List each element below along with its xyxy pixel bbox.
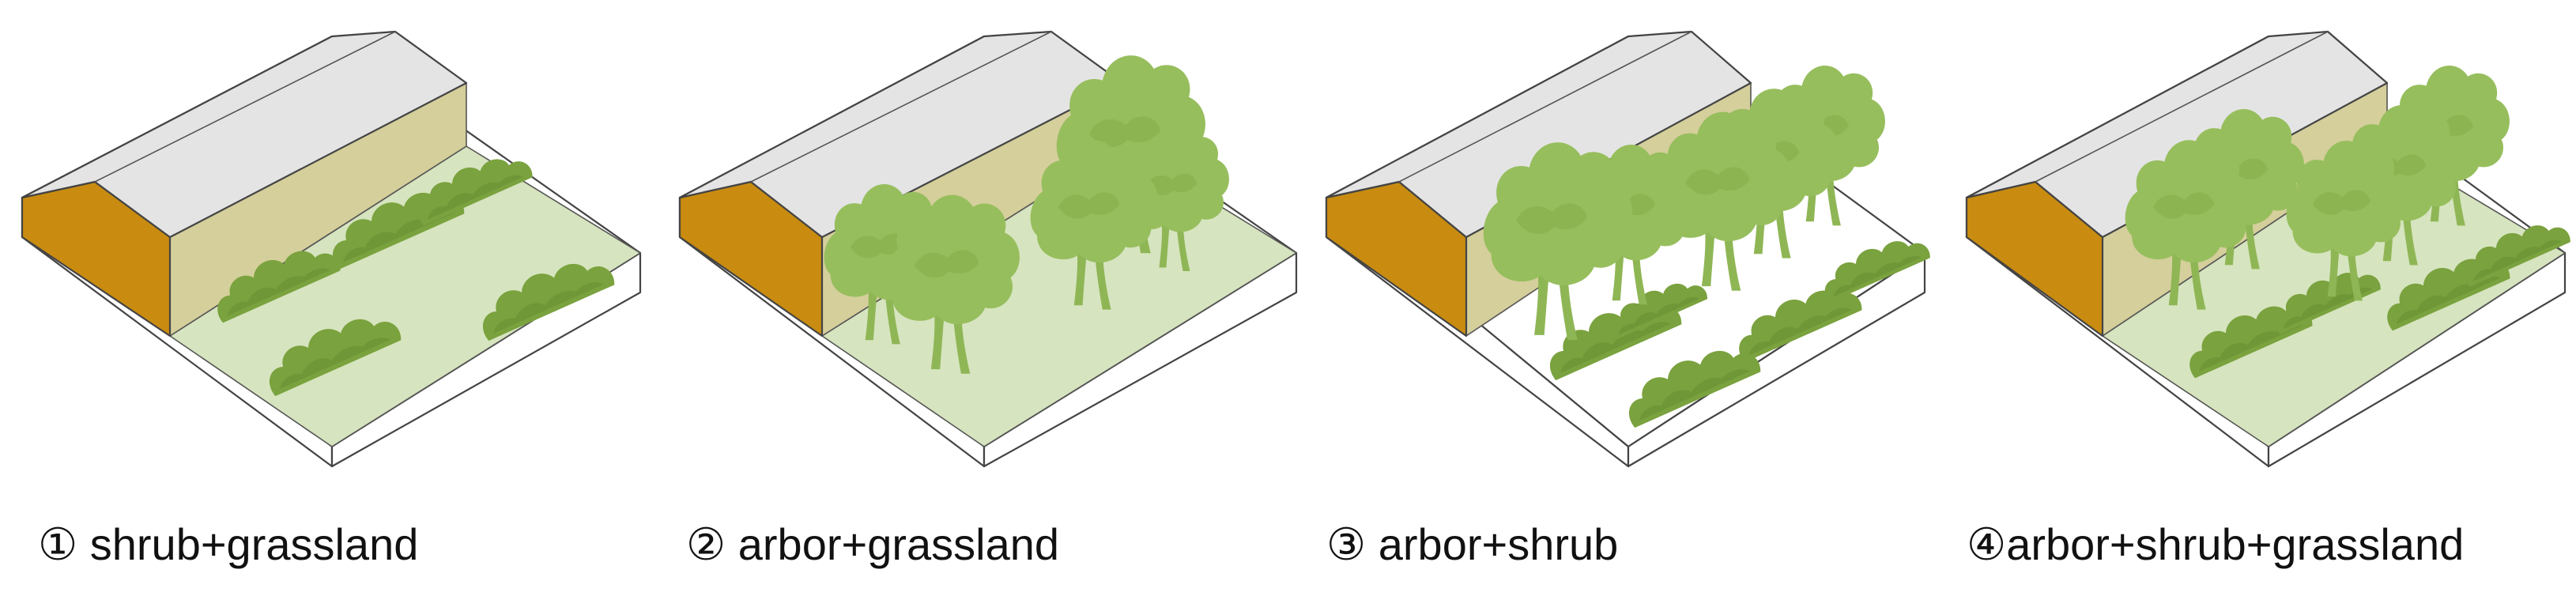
caption-panel-3: ③ arbor+shrub <box>1326 519 1618 569</box>
panel-arbor-shrub-grassland <box>1965 30 2572 468</box>
panel-shrub-grassland <box>21 30 642 468</box>
caption-panel-4: ④arbor+shrub+grassland <box>1967 519 2464 569</box>
caption-panel-1: ① shrub+grassland <box>38 519 418 569</box>
panel-arbor-shrub <box>1325 30 1932 468</box>
caption-panel-2: ② arbor+grassland <box>686 519 1059 569</box>
panel-arbor-grassland <box>678 30 1298 468</box>
